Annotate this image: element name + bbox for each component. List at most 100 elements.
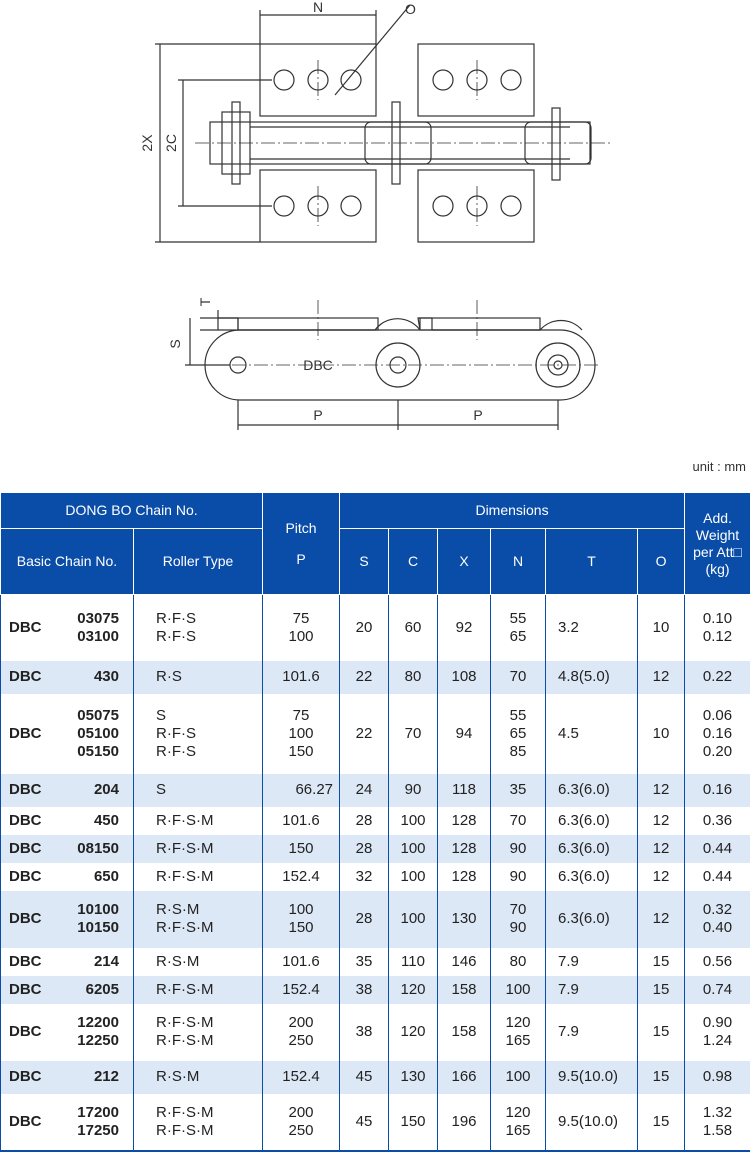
cell-t: 6.3(6.0): [545, 834, 639, 863]
cell-c: 100: [388, 890, 439, 948]
weight-value: 0.44: [702, 867, 733, 885]
chain-prefix: DBC: [9, 910, 42, 927]
cell-n: 90: [490, 862, 547, 891]
roller-type-value: R·S·M: [156, 952, 200, 970]
roller-type-value: R·F·S·M: [156, 1032, 214, 1049]
cell-s: 45: [339, 1093, 390, 1152]
roller-type-value: R·F·S: [156, 742, 196, 760]
cell-c: 130: [388, 1060, 439, 1094]
cell-t: 7.9: [545, 1003, 639, 1061]
cell-weight: 0.16: [684, 773, 750, 807]
link-block-middle: [364, 121, 432, 165]
roller-type-value: R·F·S·M: [156, 980, 214, 998]
header-chain-no: DONG BO Chain No.: [0, 492, 264, 529]
n-value: 55: [509, 706, 527, 724]
chain-technical-drawing: N O 2X 2C T S DBC P P: [139, 0, 610, 430]
attachment-plate-bottom-right: [417, 169, 535, 243]
cell-n: 100: [490, 1060, 547, 1094]
roller-type-value: R·F·S·M: [156, 811, 214, 829]
cell-weight: 0.74: [684, 975, 750, 1004]
cell-roller-type: S: [132, 773, 264, 807]
cell-c: 110: [388, 947, 439, 976]
weight-value: 0.36: [702, 811, 733, 829]
n-value: 70: [509, 811, 527, 829]
pitch-value: 101.6: [282, 668, 320, 685]
cell-t: 9.5(10.0): [545, 1093, 639, 1152]
cell-x: 196: [437, 1093, 492, 1152]
roller-type-value: S: [156, 781, 167, 798]
cell-pitch: 152.4: [262, 862, 341, 891]
cell-t: 7.9: [545, 947, 639, 976]
n-value: 90: [509, 919, 527, 936]
n-value: 165: [505, 1032, 531, 1049]
roller-type-value: R·F·S·M: [156, 867, 214, 885]
pitch-value: 100: [288, 901, 314, 918]
cell-t: 4.8(5.0): [545, 660, 639, 694]
cell-t: 6.3(6.0): [545, 890, 639, 948]
n-value: 35: [509, 781, 527, 798]
header-o: O: [637, 528, 686, 595]
header-c: C: [388, 528, 439, 595]
chain-number: 214: [93, 952, 119, 970]
cell-weight: 0.36: [684, 806, 750, 835]
chain-prefix: DBC: [9, 1068, 42, 1086]
chain-number: 05075: [77, 706, 119, 724]
chain-number: 17250: [77, 1121, 119, 1139]
chain-numbers: 212: [59, 1068, 119, 1086]
chain-prefix: DBC: [9, 668, 42, 686]
cell-x: 108: [437, 660, 492, 694]
dim-label-2x: 2X: [139, 134, 155, 152]
weight-value: 0.90: [702, 1014, 733, 1031]
weight-value: 1.32: [702, 1103, 733, 1121]
n-value: 120: [505, 1103, 531, 1121]
cell-x: 146: [437, 947, 492, 976]
weight-value: 1.24: [702, 1032, 733, 1049]
cell-pitch: 101.6: [262, 806, 341, 835]
cell-n: 35: [490, 773, 547, 807]
cell-n: 90: [490, 834, 547, 863]
cell-weight: 0.22: [684, 660, 750, 694]
unit-label: unit : mm: [692, 459, 746, 474]
cell-o: 15: [637, 975, 686, 1004]
weight-value: 0.16: [702, 724, 733, 742]
cell-n: 80: [490, 947, 547, 976]
cell-s: 20: [339, 594, 390, 661]
cell-o: 15: [637, 1003, 686, 1061]
weight-value: 0.40: [702, 919, 733, 936]
header-dimensions: Dimensions: [339, 492, 686, 529]
pitch-value: 250: [288, 1032, 314, 1049]
cell-t: 6.3(6.0): [545, 773, 639, 807]
chain-prefix: DBC: [9, 980, 42, 998]
chain-number: 17200: [77, 1103, 119, 1121]
chain-number: 430: [93, 668, 119, 686]
cell-basic-chain-no: DBC 430: [0, 660, 134, 694]
cell-s: 22: [339, 660, 390, 694]
cell-pitch: 101.6: [262, 947, 341, 976]
cell-o: 10: [637, 693, 686, 774]
chain-prefix: DBC: [9, 724, 42, 742]
cell-basic-chain-no: DBC 212: [0, 1060, 134, 1094]
weight-value: 0.44: [702, 839, 733, 857]
dim-label-n: N: [313, 0, 323, 15]
